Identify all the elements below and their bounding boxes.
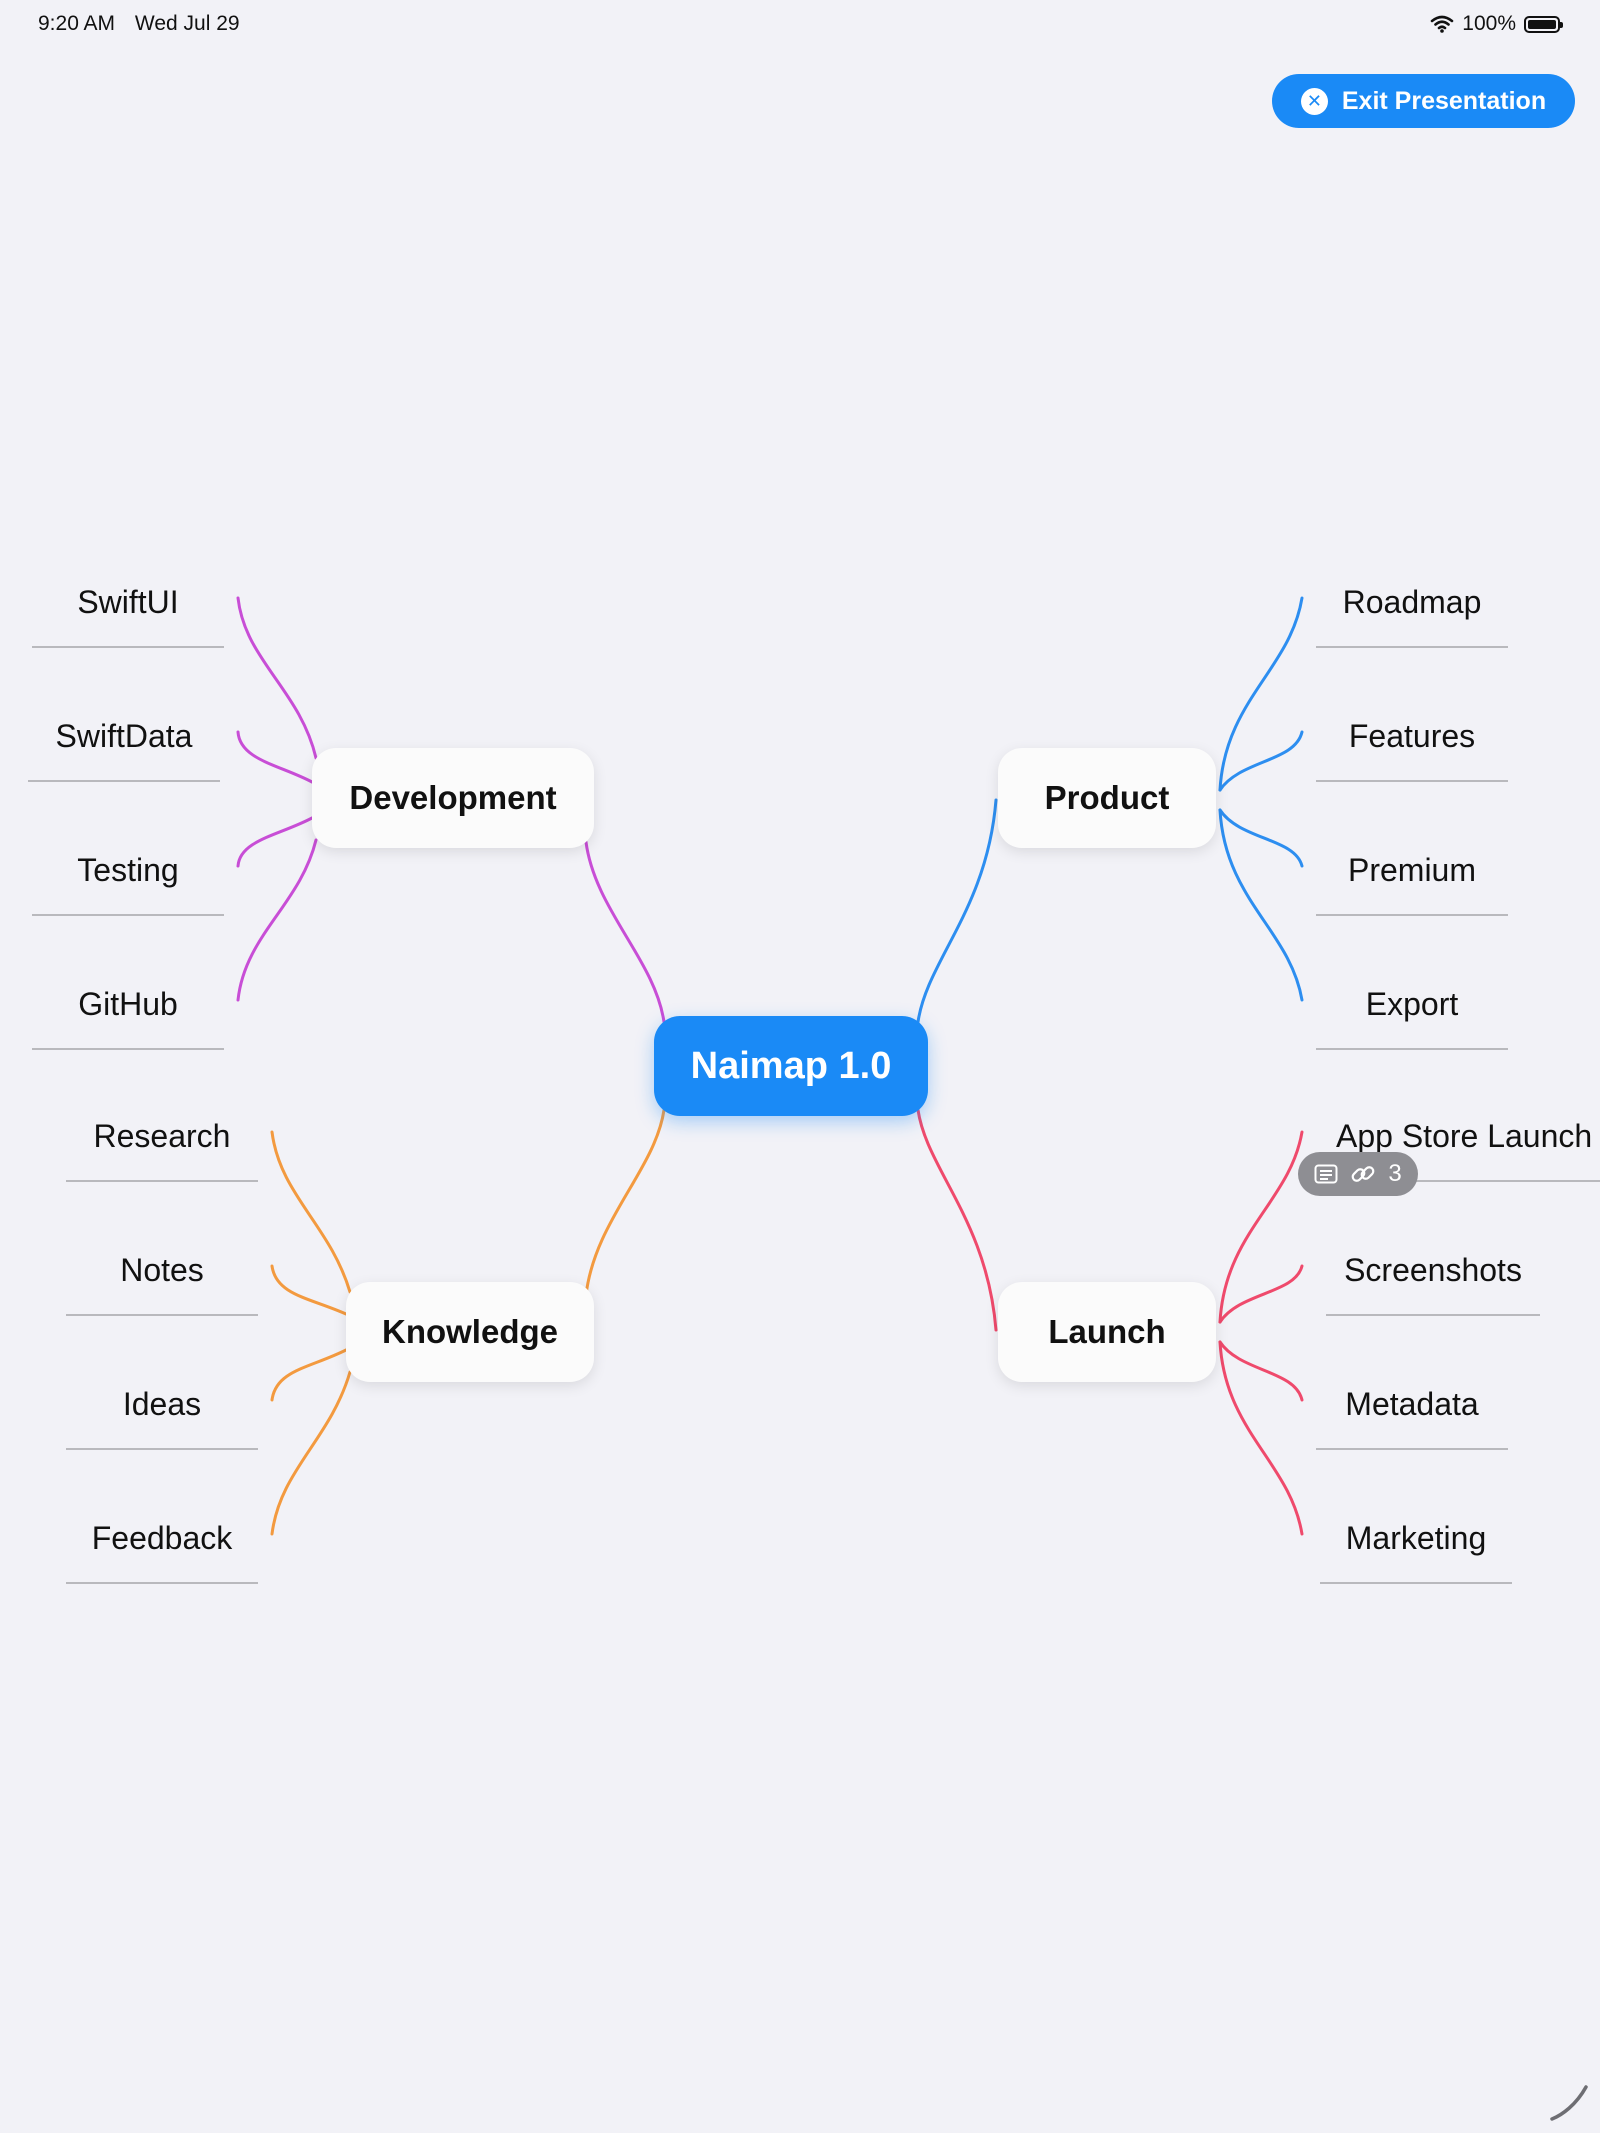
leaf-research-label: Research: [93, 1118, 231, 1154]
battery-icon: [1524, 15, 1563, 33]
link-launch-screenshots: [1218, 1264, 1304, 1324]
attachment-badge[interactable]: 3: [1298, 1152, 1418, 1196]
leaf-swiftui-label: SwiftUI: [77, 584, 179, 620]
link-development-swiftui: [236, 596, 318, 760]
leaf-premium-label: Premium: [1347, 852, 1476, 888]
leaf-feedback[interactable]: Feedback: [66, 1518, 258, 1584]
status-left: 9:20 AM Wed Jul 29: [38, 12, 254, 36]
branch-product[interactable]: Product: [998, 748, 1216, 848]
leaf-roadmap[interactable]: Roadmap: [1316, 582, 1508, 648]
link-knowledge-research: [270, 1130, 352, 1294]
link-root-development: [584, 840, 666, 1024]
leaf-app-store-launch-label: App Store Launch: [1336, 1118, 1593, 1154]
link-count: 3: [1388, 1160, 1402, 1187]
link-knowledge-feedback: [270, 1370, 352, 1536]
leaf-swiftui[interactable]: SwiftUI: [32, 582, 224, 648]
leaf-research[interactable]: Research: [66, 1116, 258, 1182]
link-launch-appstore: [1218, 1130, 1304, 1324]
wifi-icon: [1430, 15, 1454, 33]
leaf-metadata-label: Metadata: [1345, 1386, 1479, 1422]
link-knowledge-notes: [270, 1264, 348, 1316]
branch-development[interactable]: Development: [312, 748, 594, 848]
leaf-features-label: Features: [1348, 718, 1476, 754]
leaf-metadata[interactable]: Metadata: [1316, 1384, 1508, 1450]
leaf-testing-label: Testing: [77, 852, 179, 888]
link-icon: [1351, 1166, 1375, 1182]
link-development-github: [236, 838, 318, 1002]
link-launch-metadata: [1218, 1340, 1304, 1402]
link-knowledge-ideas: [270, 1348, 348, 1402]
leaf-screenshots[interactable]: Screenshots: [1326, 1250, 1540, 1316]
root-node-label: Naimap 1.0: [690, 1044, 892, 1087]
branch-launch-label: Launch: [1048, 1313, 1166, 1350]
leaf-ideas[interactable]: Ideas: [66, 1384, 258, 1450]
leaf-export-label: Export: [1365, 986, 1459, 1022]
leaf-feedback-label: Feedback: [91, 1520, 233, 1556]
branch-knowledge[interactable]: Knowledge: [346, 1282, 594, 1382]
branch-knowledge-label: Knowledge: [381, 1313, 558, 1350]
status-time: 9:20 AM: [38, 12, 116, 35]
root-node[interactable]: Naimap 1.0: [654, 1016, 928, 1116]
leaf-testing[interactable]: Testing: [32, 850, 224, 916]
link-development-swiftdata: [236, 730, 314, 784]
note-icon: [1314, 1164, 1338, 1184]
pencil-handle-icon[interactable]: [1548, 2081, 1590, 2123]
status-date: Wed Jul 29: [134, 12, 240, 35]
leaf-notes[interactable]: Notes: [66, 1250, 258, 1316]
leaf-ideas-label: Ideas: [122, 1386, 202, 1422]
leaf-roadmap-label: Roadmap: [1342, 584, 1482, 620]
leaf-github-label: GitHub: [78, 986, 178, 1022]
link-product-premium: [1218, 808, 1304, 868]
close-icon: ✕: [1300, 87, 1328, 115]
branch-launch[interactable]: Launch: [998, 1282, 1216, 1382]
branch-product-label: Product: [1044, 779, 1170, 816]
link-root-product: [916, 798, 998, 1024]
exit-presentation-button[interactable]: ✕ Exit Presentation: [1272, 74, 1575, 128]
link-root-launch: [916, 1108, 998, 1332]
link-development-testing: [236, 816, 314, 868]
leaf-notes-label: Notes: [120, 1252, 204, 1288]
leaf-marketing-label: Marketing: [1345, 1520, 1487, 1556]
leaf-swiftdata-label: SwiftData: [55, 718, 193, 754]
battery-percent: 100%: [1462, 12, 1516, 35]
status-right: 100%: [1430, 12, 1563, 36]
link-product-features: [1218, 730, 1304, 792]
exit-presentation-label: Exit Presentation: [1341, 86, 1547, 115]
link-product-roadmap: [1218, 596, 1304, 792]
link-launch-marketing: [1218, 1340, 1304, 1536]
leaf-swiftdata[interactable]: SwiftData: [28, 716, 220, 782]
leaf-screenshots-label: Screenshots: [1344, 1252, 1522, 1288]
leaf-premium[interactable]: Premium: [1316, 850, 1508, 916]
branch-development-label: Development: [349, 779, 557, 816]
link-product-export: [1218, 808, 1304, 1002]
leaf-app-store-launch[interactable]: App Store Launch: [1336, 1116, 1600, 1182]
leaf-features[interactable]: Features: [1316, 716, 1508, 782]
leaf-marketing[interactable]: Marketing: [1320, 1518, 1512, 1584]
leaf-github[interactable]: GitHub: [32, 984, 224, 1050]
link-root-knowledge: [584, 1108, 666, 1297]
status-bar: 9:20 AM Wed Jul 29 100%: [0, 0, 1600, 50]
leaf-export[interactable]: Export: [1316, 984, 1508, 1050]
